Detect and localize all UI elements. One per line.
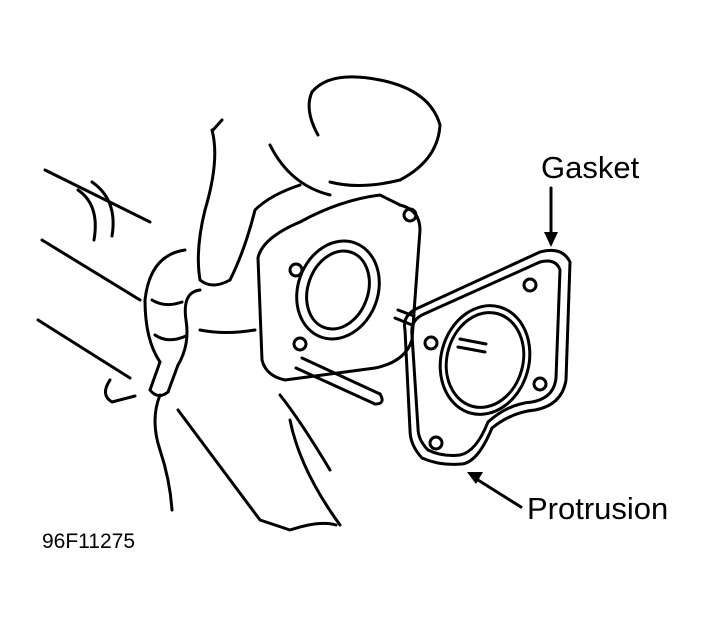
leader-arrows [476, 186, 553, 509]
protrusion-leader-line [476, 478, 523, 509]
gasket-arrowhead [544, 232, 558, 247]
gasket-label: Gasket [541, 150, 640, 185]
throttle-body-housing [256, 193, 422, 382]
mounting-studs [294, 308, 488, 406]
figure-id: 96F11275 [42, 530, 136, 553]
gasket [403, 248, 572, 466]
protrusion-label: Protrusion [527, 491, 669, 526]
engine-block-lower [153, 328, 342, 532]
protrusion-arrowhead [467, 472, 483, 484]
air-hose [143, 248, 202, 397]
upper-casting [196, 75, 442, 287]
manifold-body [36, 168, 152, 404]
